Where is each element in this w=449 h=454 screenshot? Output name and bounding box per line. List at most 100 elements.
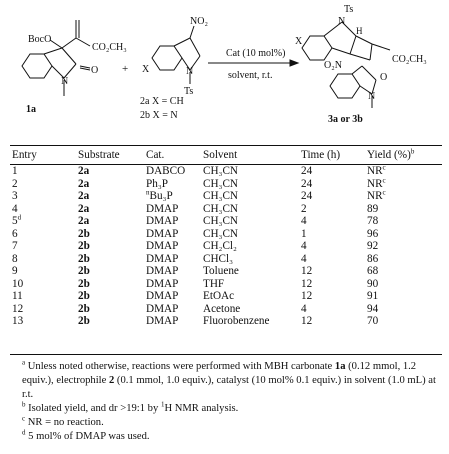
cell-yield: 70 <box>367 315 379 327</box>
cell-cat: DMAP <box>146 215 179 227</box>
cell-entry: 7 <box>12 240 18 252</box>
cell-yield: 78 <box>367 215 379 227</box>
footnote-d: d 5 mol% of DMAP was used. <box>22 428 150 442</box>
cell-solvent: CH₃CN <box>203 202 238 215</box>
cell-substrate: 2b <box>78 265 90 277</box>
cell-time: 24 <box>301 190 313 202</box>
compound-1a-label: 1a <box>26 104 36 115</box>
cell-entry: 3 <box>12 190 18 202</box>
table-header-rule <box>10 164 442 165</box>
cell-entry: 6 <box>12 227 18 240</box>
carbonyl-o-3: O <box>380 72 387 83</box>
ester-label-3: CO₂CH₃ <box>392 54 427 65</box>
cell-yield: NRc <box>367 175 386 190</box>
n-label-1a: N <box>61 76 68 87</box>
cell-substrate: 2a <box>78 177 90 190</box>
cell-substrate: 2b <box>78 277 90 290</box>
cell-cat: DMAP <box>146 227 179 240</box>
cell-yield: 91 <box>367 290 379 302</box>
cell-time: 4 <box>301 302 307 315</box>
cell-entry: 13 <box>12 315 24 327</box>
cell-solvent: CH₃CN <box>203 177 238 190</box>
cell-time: 24 <box>301 165 313 177</box>
table-bottom-rule <box>10 354 442 355</box>
cell-time: 1 <box>301 227 307 240</box>
ester-label-1a: CO₂CH₃ <box>92 42 127 53</box>
cell-cat: DMAP <box>146 277 179 290</box>
benzene-ring-3 <box>329 73 361 99</box>
cell-cat: nBu₃P <box>146 188 173 202</box>
cell-entry: 5d <box>12 213 22 227</box>
header-yield: Yield (%)b <box>367 147 415 161</box>
table-row: 2 2a Ph₃P CH₃CN 24 NRc <box>10 175 442 191</box>
cell-yield: NRc <box>367 163 386 177</box>
cell-entry: 1 <box>12 165 18 177</box>
cell-yield: 89 <box>367 202 379 215</box>
cell-substrate: 2a <box>78 215 90 227</box>
cell-cat: DMAP <box>146 290 179 302</box>
ts-label-2: Ts <box>184 86 193 97</box>
cell-time: 24 <box>301 177 313 190</box>
cell-cat: DMAP <box>146 265 179 277</box>
header-substrate: Substrate <box>78 148 120 161</box>
cell-solvent: Toluene <box>203 265 239 277</box>
cell-substrate: 2a <box>78 165 90 177</box>
pyridine-ring-2 <box>151 45 183 71</box>
header-solvent: Solvent <box>203 148 238 161</box>
cell-time: 4 <box>301 240 307 252</box>
cell-entry: 8 <box>12 252 18 265</box>
x-label-2: X <box>142 64 150 75</box>
cell-cat: DMAP <box>146 202 179 215</box>
cell-substrate: 2a <box>78 190 90 202</box>
compound-3-label: 3a or 3b <box>328 114 363 125</box>
cell-yield: 90 <box>367 277 379 290</box>
no2-label-2: NO₂ <box>190 16 208 27</box>
cell-time: 12 <box>301 277 313 290</box>
cell-entry: 4 <box>12 202 18 215</box>
cell-solvent: CHCl₃ <box>203 252 234 265</box>
footnote-c: c NR = no reaction. <box>22 414 104 428</box>
cell-substrate: 2b <box>78 290 90 302</box>
cell-entry: 2 <box>12 177 18 190</box>
cell-cat: DMAP <box>146 315 179 327</box>
cell-substrate: 2a <box>78 202 90 215</box>
cell-solvent: Acetone <box>203 302 241 315</box>
benzene-ring-1a <box>21 53 53 79</box>
pyridine-ring-3 <box>301 35 333 61</box>
cell-cat: DMAP <box>146 240 179 252</box>
footnote-a: a Unless noted otherwise, reactions were… <box>22 358 436 400</box>
cell-time: 4 <box>301 252 307 265</box>
cell-yield: NRc <box>367 188 386 202</box>
cell-time: 12 <box>301 265 313 277</box>
o2n-label-3: O₂N <box>324 60 342 71</box>
x-label-3: X <box>295 36 303 47</box>
cell-cat: DABCO <box>146 165 186 177</box>
cell-solvent: THF <box>203 277 225 290</box>
compound-2a-label: 2a X = CH <box>140 96 184 107</box>
cell-entry: 11 <box>12 290 23 302</box>
cell-solvent: CH₃CN <box>203 165 238 177</box>
cell-solvent: CH₃CN <box>203 227 238 240</box>
carbonyl-o-1a: O <box>91 65 98 76</box>
cell-solvent: EtOAc <box>203 290 235 302</box>
cell-substrate: 2b <box>78 252 90 265</box>
cell-substrate: 2b <box>78 315 90 327</box>
n-label-2: N <box>186 66 193 77</box>
cell-cat: Ph₃P <box>146 177 168 190</box>
cell-cat: DMAP <box>146 302 179 315</box>
header-cat: Cat. <box>146 148 165 161</box>
table-top-rule <box>10 145 442 146</box>
table-header-row: Entry Substrate Cat. Solvent Time (h) Yi… <box>10 148 442 165</box>
cell-yield: 92 <box>367 240 379 252</box>
header-entry: Entry <box>12 148 37 161</box>
cell-solvent: CH₃CN <box>203 190 238 202</box>
catalyst-condition: Cat (10 mol%) <box>226 48 285 59</box>
cell-solvent: CH₂Cl₂ <box>203 240 237 252</box>
